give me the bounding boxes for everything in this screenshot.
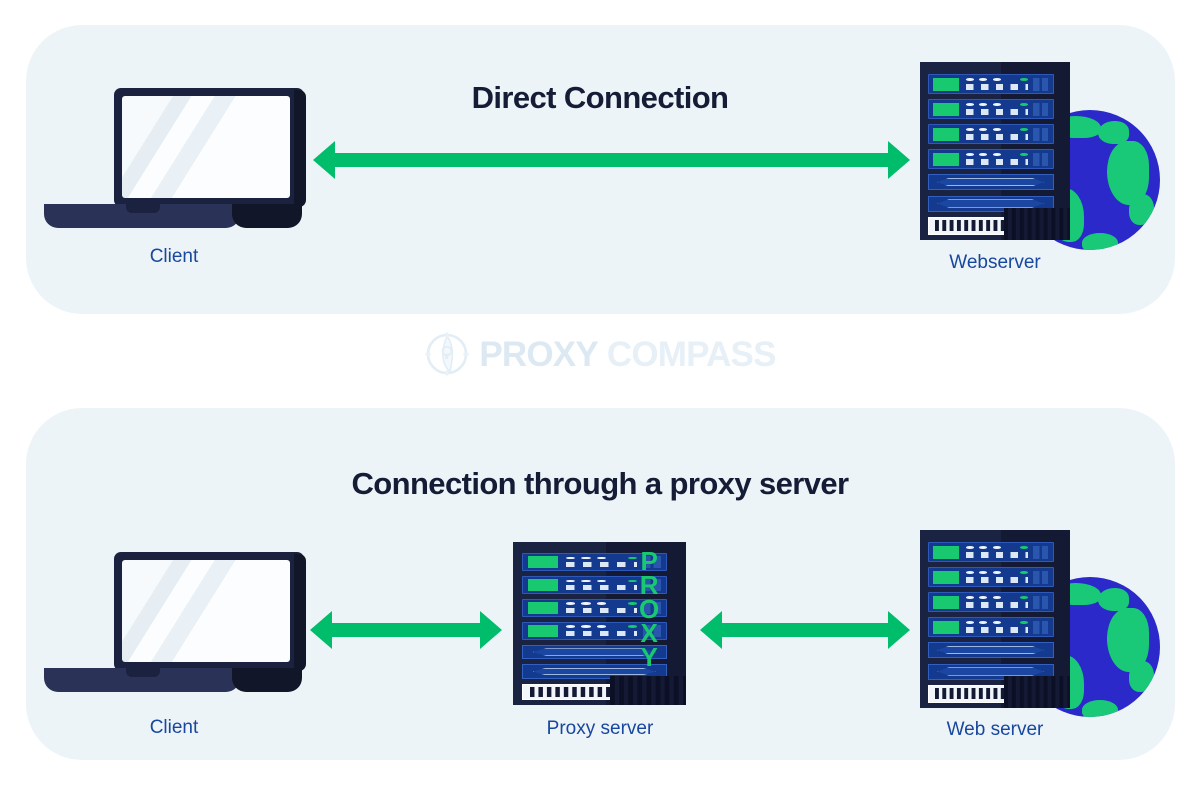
proxy-server-arrow <box>700 610 910 650</box>
client-proxy-arrow <box>310 610 502 650</box>
rack-unit <box>927 99 1054 119</box>
webserver-rack-bottom <box>920 530 1070 708</box>
proxy-letter: X <box>640 618 659 649</box>
client-label-bottom: Client <box>149 717 199 738</box>
client-laptop-bottom <box>36 552 312 692</box>
laptop-screen <box>122 96 290 198</box>
webserver-label-bottom: Web server <box>946 719 1044 740</box>
compass-keyhole-logo-icon <box>425 332 469 376</box>
rack-side-vents <box>1004 675 1070 708</box>
rack-unit <box>927 149 1054 169</box>
rack-unit <box>927 592 1054 612</box>
rack-blade-unit <box>927 642 1054 659</box>
proxy-letter: P <box>640 545 659 576</box>
arrow-head-right <box>888 611 910 649</box>
rack-side-vents <box>1004 207 1070 240</box>
proxy-server-label: Proxy server <box>546 718 654 739</box>
laptop-lid-edge <box>294 90 306 207</box>
proxy-letter: O <box>639 593 661 624</box>
direct-connection-title: Direct Connection <box>471 80 729 115</box>
rack-blade-unit <box>521 644 667 660</box>
watermark-word-compass: COMPASS <box>606 334 777 374</box>
rack-unit <box>521 621 667 640</box>
rack-side-vents <box>609 675 686 705</box>
webserver-label-top: Webserver <box>949 252 1041 273</box>
rack-unit <box>521 576 667 595</box>
rack-unit <box>927 617 1054 637</box>
rack-unit <box>927 567 1054 587</box>
webserver-rack-top <box>920 62 1070 240</box>
laptop-base-right <box>232 668 302 692</box>
proxy-connection-title: Connection through a proxy server <box>351 466 850 501</box>
watermark-word-proxy: PROXY <box>479 334 598 374</box>
proxy-letter: Y <box>640 642 659 673</box>
laptop-notch <box>126 204 160 213</box>
arrow-shaft <box>331 153 892 167</box>
laptop-notch <box>126 668 160 677</box>
rack-blade-unit <box>927 174 1054 191</box>
laptop-lid-edge <box>294 554 306 671</box>
arrow-head-right <box>480 611 502 649</box>
direct-connection-arrow <box>313 140 910 180</box>
arrow-head-left <box>310 611 332 649</box>
proxy-server-rack: P R O X Y <box>513 542 686 705</box>
arrow-head-left <box>700 611 722 649</box>
arrow-head-right <box>888 141 910 179</box>
rack-unit <box>521 553 667 572</box>
rack-blade-unit <box>521 664 667 679</box>
proxy-letter: R <box>639 569 660 600</box>
rack-unit <box>927 542 1054 563</box>
rack-blade-unit <box>927 663 1054 680</box>
arrow-shaft <box>718 623 892 637</box>
laptop-base-right <box>232 204 302 228</box>
arrow-shaft <box>328 623 484 637</box>
rack-blade-unit <box>927 195 1054 212</box>
proxy-rack-vertical-text: P R O X Y <box>613 545 686 673</box>
arrow-head-left <box>313 141 335 179</box>
proxycompass-watermark: PROXY COMPASS <box>0 331 1200 377</box>
rack-unit <box>521 599 667 617</box>
client-label-top: Client <box>149 246 199 267</box>
rack-unit <box>927 124 1054 144</box>
client-laptop-top <box>36 88 312 228</box>
rack-unit <box>927 74 1054 95</box>
laptop-screen <box>122 560 290 662</box>
